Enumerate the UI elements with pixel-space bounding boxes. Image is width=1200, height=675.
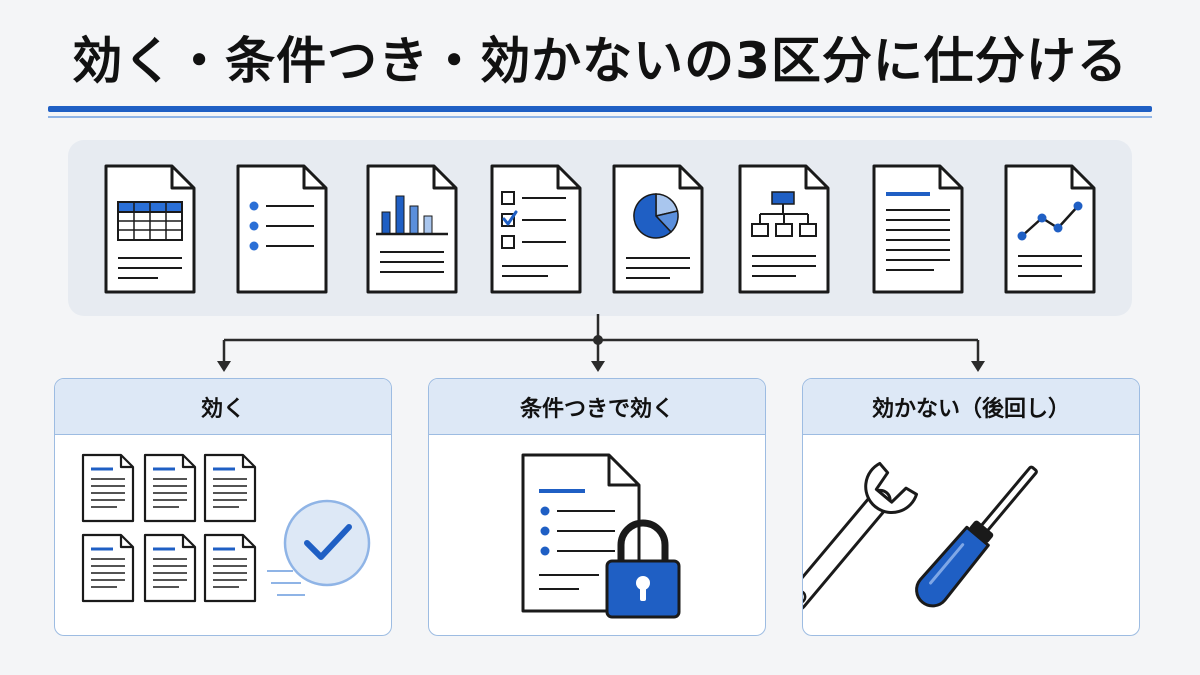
- wrench-screwdriver-icon: [803, 461, 1038, 612]
- flow-connector: [217, 314, 985, 372]
- arrow-down-icon: [591, 361, 605, 372]
- category-panel-conditional: 条件つきで効く: [428, 378, 766, 636]
- document-lock-icon: [521, 453, 681, 619]
- category-panel-effective: 効く: [54, 378, 392, 636]
- text-document-icon: [872, 164, 964, 294]
- checklist-document-icon: [490, 164, 582, 294]
- category-label: 効く: [55, 379, 391, 435]
- bullet-list-document-icon: [236, 164, 328, 294]
- pie-chart-document-icon: [612, 164, 704, 294]
- category-label: 効かない（後回し）: [803, 379, 1139, 435]
- org-chart-document-icon: [738, 164, 830, 294]
- arrow-down-icon: [217, 361, 231, 372]
- bar-chart-document-icon: [366, 164, 458, 294]
- spreadsheet-document-icon: [104, 164, 196, 294]
- category-panel-not-effective: 効かない（後回し）: [802, 378, 1140, 636]
- arrow-down-icon: [971, 361, 985, 372]
- line-chart-document-icon: [1004, 164, 1096, 294]
- title-underline-thin: [48, 116, 1152, 118]
- title-underline: [48, 106, 1152, 112]
- category-label: 条件つきで効く: [429, 379, 765, 435]
- document-types-panel: [68, 140, 1132, 316]
- documents-checkmark-icon: [81, 453, 371, 603]
- page-title: 効く・条件つき・効かないの3区分に仕分ける: [72, 32, 1128, 90]
